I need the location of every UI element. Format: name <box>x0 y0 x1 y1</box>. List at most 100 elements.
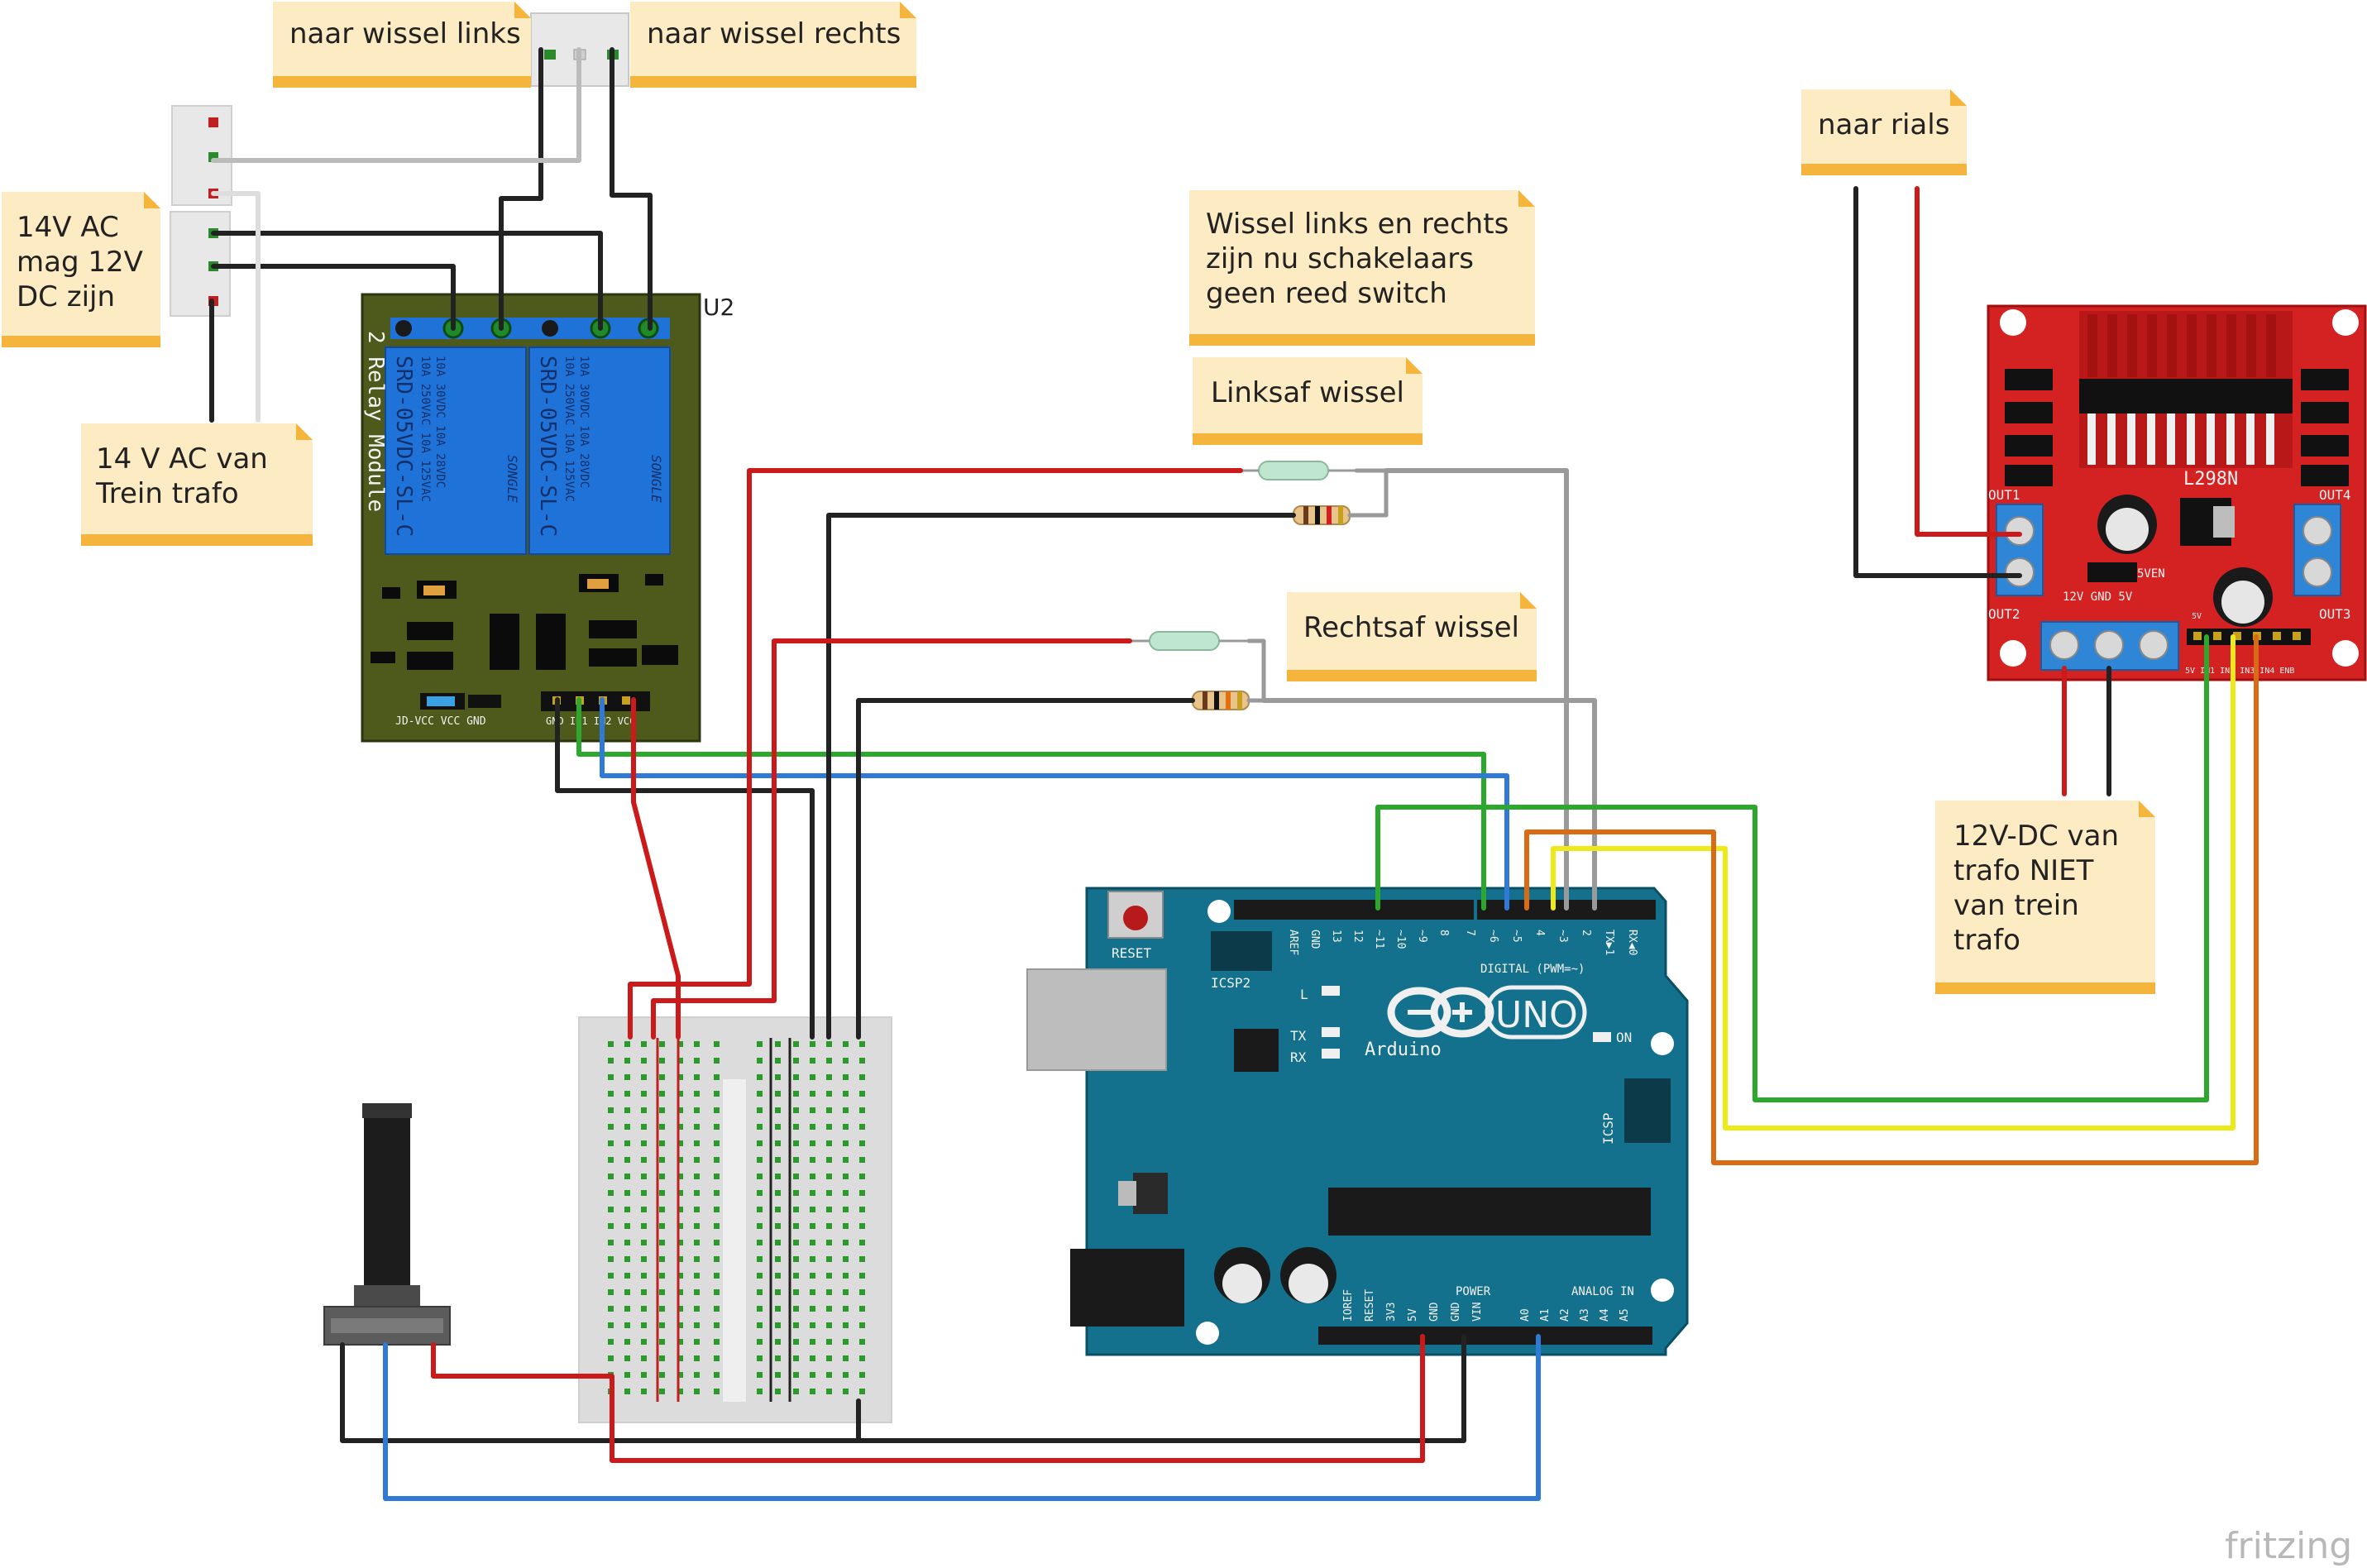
breadboard-hole <box>757 1091 763 1097</box>
note-naar-wissel-links: naar wissel links <box>273 2 531 88</box>
wire-reed-right-to-pin2 <box>1246 638 1266 703</box>
breadboard-hole <box>793 1107 799 1113</box>
breadboard-hole <box>641 1389 647 1394</box>
breadboard-hole <box>624 1157 630 1163</box>
breadboard-hole <box>757 1389 763 1394</box>
arduino-top-pin-label: ~6 <box>1487 930 1499 943</box>
note-14v-ac-trafo-line-2: Trein trafo <box>95 477 239 510</box>
breadboard-hole <box>659 1273 665 1279</box>
breadboard-hole <box>810 1389 815 1394</box>
breadboard-hole <box>641 1124 647 1130</box>
arduino-uno: RESET ICSP2 L TX RX UNO Arduino ON ICSP <box>1026 887 1689 1356</box>
breadboard-hole <box>826 1124 832 1130</box>
breadboard-hole <box>859 1273 865 1279</box>
breadboard-hole <box>659 1240 665 1245</box>
breadboard-hole <box>677 1372 683 1378</box>
breadboard-hole <box>641 1157 647 1163</box>
breadboard-hole <box>608 1074 614 1080</box>
breadboard-hole <box>624 1240 630 1245</box>
breadboard-hole <box>624 1207 630 1212</box>
breadboard-hole <box>608 1124 614 1130</box>
breadboard-hole <box>810 1223 815 1229</box>
breadboard-hole <box>714 1289 720 1295</box>
breadboard-hole <box>624 1339 630 1345</box>
breadboard-hole <box>826 1273 832 1279</box>
note-naar-wissel-rechts-line-1: naar wissel rechts <box>647 17 901 50</box>
breadboard-hole <box>659 1207 665 1212</box>
breadboard-hole <box>694 1306 700 1312</box>
note-linksaf-wissel: Linksaf wissel <box>1193 357 1423 445</box>
wire-pin5-in <box>1524 634 2259 1165</box>
breadboard-hole <box>677 1289 683 1295</box>
breadboard-hole <box>714 1372 720 1378</box>
breadboard-hole <box>859 1058 865 1064</box>
breadboard-hole <box>826 1256 832 1262</box>
relay-1-brand: SONGLE <box>504 455 520 503</box>
breadboard-hole <box>826 1289 832 1295</box>
breadboard-hole <box>694 1091 700 1097</box>
breadboard-hole <box>659 1157 665 1163</box>
breadboard-hole <box>793 1289 799 1295</box>
breadboard-hole <box>775 1372 781 1378</box>
breadboard-hole <box>608 1223 614 1229</box>
breadboard-hole <box>859 1174 865 1179</box>
breadboard-hole <box>810 1041 815 1047</box>
wire-reed-left <box>628 468 1243 1040</box>
note-naar-rials: naar rials <box>1801 89 1967 175</box>
arduino-bottom-pin-label: A5 <box>1619 1308 1631 1322</box>
breadboard-hole <box>714 1041 720 1047</box>
breadboard-hole <box>757 1355 763 1361</box>
breadboard-hole <box>608 1174 614 1179</box>
breadboard-hole <box>843 1256 849 1262</box>
relay-2-rating-2: 10A 30VDC 10A 28VDC <box>577 356 591 488</box>
driver-logic-pin-labels: 5V IN1 IN2 IN3 IN4 ENB <box>2185 667 2294 676</box>
breadboard-hole <box>608 1355 614 1361</box>
breadboard-hole <box>859 1157 865 1163</box>
reset-button-cap[interactable] <box>1123 906 1148 930</box>
breadboard-hole <box>714 1322 720 1328</box>
arduino-bottom-pin-label: A0 <box>1519 1308 1532 1322</box>
breadboard-hole <box>843 1190 849 1196</box>
breadboard-hole <box>810 1124 815 1130</box>
breadboard-hole <box>775 1289 781 1295</box>
relay-1 <box>385 347 527 555</box>
breadboard-hole <box>714 1074 720 1080</box>
breadboard-hole <box>757 1273 763 1279</box>
on-led-label: ON <box>1616 1030 1632 1045</box>
electrolytic-capacitors <box>1214 1247 1337 1303</box>
wire-relay-in1 <box>576 697 1486 911</box>
breadboard-hole <box>677 1190 683 1196</box>
breadboard-hole <box>757 1207 763 1212</box>
relay-module-ref: U2 <box>703 294 734 321</box>
arduino-bottom-pin-label: A2 <box>1559 1308 1571 1322</box>
breadboard-hole <box>859 1124 865 1130</box>
led-l-label: L <box>1300 987 1308 1002</box>
breadboard-hole <box>775 1223 781 1229</box>
note-schakelaars-line-1: Wissel links en rechts <box>1206 208 1509 241</box>
breadboard-hole <box>793 1223 799 1229</box>
breadboard-hole <box>826 1339 832 1345</box>
arduino-logo-text: Arduino <box>1365 1040 1442 1060</box>
breadboard-hole <box>624 1355 630 1361</box>
note-schakelaars-line-3: geen reed switch <box>1206 277 1447 310</box>
breadboard-hole <box>677 1157 683 1163</box>
breadboard-hole <box>694 1157 700 1163</box>
relay-1-rating-1: 10A 250VAC 10A 125VAC <box>418 356 432 502</box>
breadboard-hole <box>859 1256 865 1262</box>
breadboard-hole <box>608 1306 614 1312</box>
ac-connector-left <box>170 105 232 317</box>
breadboard-hole <box>810 1058 815 1064</box>
breadboard-hole <box>608 1140 614 1146</box>
breadboard-hole <box>608 1058 614 1064</box>
breadboard-hole <box>624 1322 630 1328</box>
digital-header-label: DIGITAL (PWM=~) <box>1480 963 1585 976</box>
breadboard-hole <box>793 1207 799 1212</box>
arduino-logo-icon <box>1387 987 1494 1038</box>
breadboard-hole <box>694 1140 700 1146</box>
breadboard-hole <box>826 1355 832 1361</box>
breadboard-hole <box>757 1190 763 1196</box>
breadboard-hole <box>677 1389 683 1394</box>
breadboard-hole <box>677 1058 683 1064</box>
